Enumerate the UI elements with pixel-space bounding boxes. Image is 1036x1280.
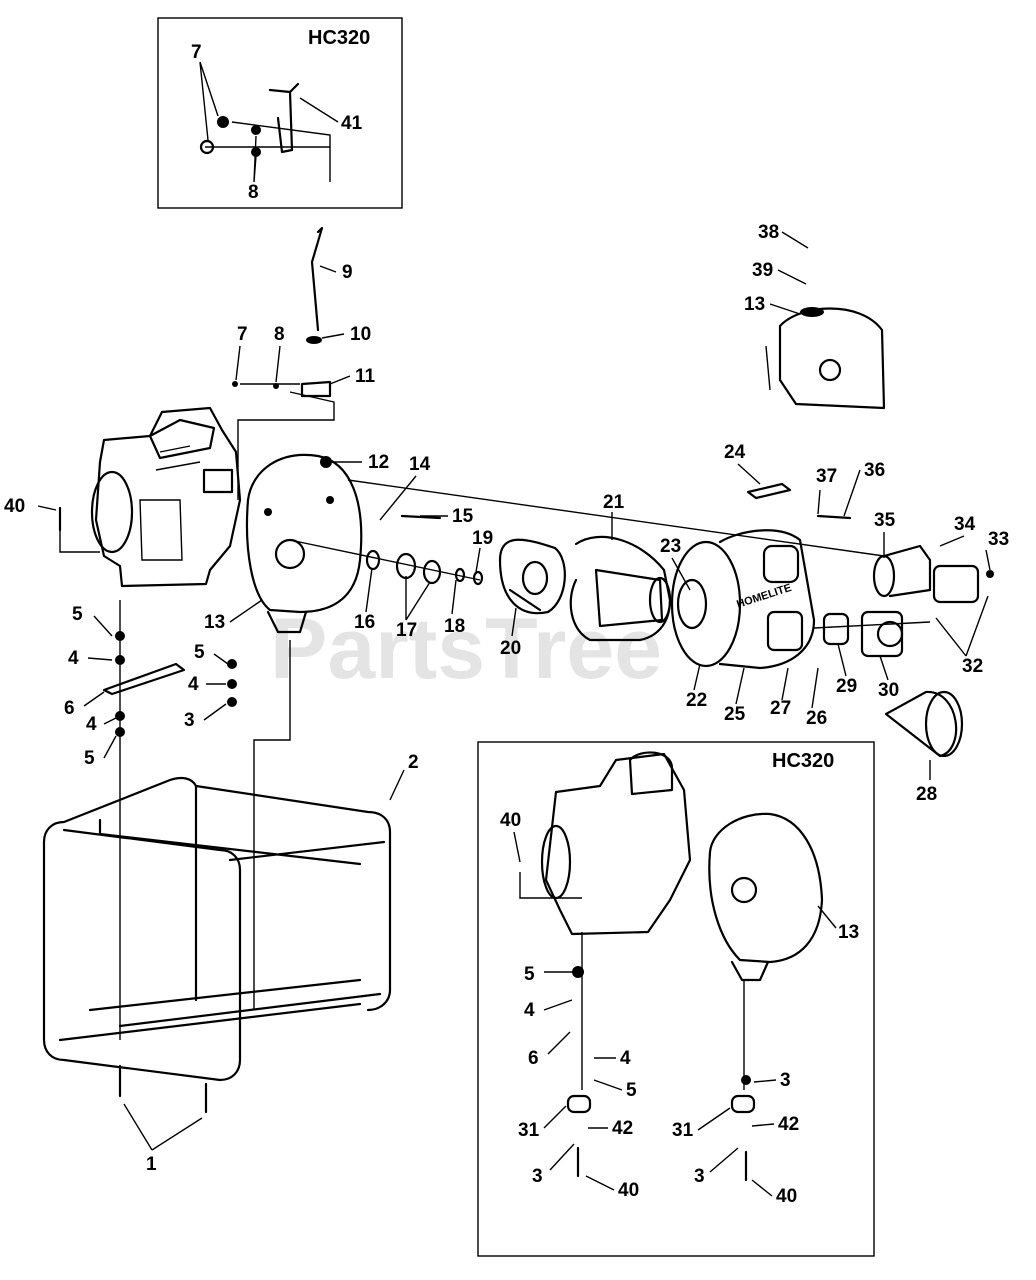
engine xyxy=(59,406,242,588)
pump-housing: HOMELITE xyxy=(670,529,816,670)
callout-11: 11 xyxy=(355,366,376,387)
callout-13: 13 xyxy=(204,612,225,633)
callout-38: 38 xyxy=(758,222,779,243)
callout-20: 20 xyxy=(500,638,521,659)
callout-6: 6 xyxy=(64,698,75,719)
callout-14: 14 xyxy=(409,454,431,475)
frame xyxy=(42,776,392,1082)
callout-40: 40 xyxy=(618,1180,639,1201)
callout-22: 22 xyxy=(686,690,707,711)
callout-32: 32 xyxy=(962,656,983,677)
callout-33: 33 xyxy=(988,529,1009,550)
callout-40: 40 xyxy=(4,496,25,517)
housing-brand-text: HOMELITE xyxy=(735,582,793,611)
callout-4: 4 xyxy=(524,1000,535,1021)
callout-36: 36 xyxy=(864,460,885,481)
hardware xyxy=(58,381,852,1114)
callout-40: 40 xyxy=(776,1186,797,1207)
callout-25: 25 xyxy=(724,704,746,725)
callout-30: 30 xyxy=(878,680,899,701)
assembly-line xyxy=(347,479,885,557)
callout-31: 31 xyxy=(672,1120,694,1141)
callout-16: 16 xyxy=(354,612,375,633)
callout-40: 40 xyxy=(500,810,521,831)
callout-23: 23 xyxy=(660,536,681,557)
callout-28: 28 xyxy=(916,784,937,805)
callout-8: 8 xyxy=(274,324,285,345)
strainer xyxy=(884,690,964,758)
callout-42: 42 xyxy=(612,1118,633,1139)
callout-4: 4 xyxy=(86,714,97,735)
callout-17: 17 xyxy=(396,620,417,641)
callout-27: 27 xyxy=(770,698,791,719)
callout-31: 31 xyxy=(518,1120,540,1141)
callout-6: 6 xyxy=(528,1048,539,1069)
callout-8: 8 xyxy=(248,182,259,203)
callout-10: 10 xyxy=(350,324,371,345)
callout-13: 13 xyxy=(838,922,859,943)
callout-34: 34 xyxy=(954,514,976,535)
callout-41: 41 xyxy=(341,113,363,134)
callout-2: 2 xyxy=(408,752,419,773)
callout-3: 3 xyxy=(694,1166,705,1187)
callout-24: 24 xyxy=(724,442,746,463)
inset-bottom-title: HC320 xyxy=(772,750,834,772)
callout-3: 3 xyxy=(184,710,195,731)
callout-1: 1 xyxy=(146,1154,157,1175)
callout-7: 7 xyxy=(237,324,248,345)
assembly-line xyxy=(813,621,931,629)
callout-7: 7 xyxy=(191,42,202,63)
inset-top-title: HC320 xyxy=(308,27,370,49)
watermark: PartsTree xyxy=(270,601,662,697)
leader-lines xyxy=(37,61,991,1197)
callout-4: 4 xyxy=(188,674,199,695)
callouts: 7 41 8 9 10 7 8 11 12 14 15 40 13 16 17 … xyxy=(4,42,1009,1207)
callout-5: 5 xyxy=(194,642,205,663)
callout-9: 9 xyxy=(342,262,353,283)
callout-5: 5 xyxy=(72,604,83,625)
callout-19: 19 xyxy=(472,528,493,549)
throttle-rod xyxy=(237,226,335,500)
callout-3: 3 xyxy=(780,1070,791,1091)
callout-3: 3 xyxy=(532,1166,543,1187)
inlet-fittings xyxy=(822,610,904,658)
callout-35: 35 xyxy=(874,510,896,531)
assembly-line xyxy=(253,640,291,1010)
callout-12: 12 xyxy=(368,452,389,473)
inset-bottom: HC320 xyxy=(477,741,875,1257)
callout-5: 5 xyxy=(626,1080,637,1101)
inset-top: HC320 xyxy=(157,17,403,209)
callout-5: 5 xyxy=(84,748,95,769)
callout-13: 13 xyxy=(744,294,765,315)
callout-5: 5 xyxy=(524,964,535,985)
callout-29: 29 xyxy=(836,676,857,697)
callout-4: 4 xyxy=(68,648,79,669)
impeller xyxy=(498,538,566,615)
callout-42: 42 xyxy=(778,1114,799,1135)
callout-18: 18 xyxy=(444,616,465,637)
outlet-fittings xyxy=(872,544,994,604)
seal-parts xyxy=(289,539,484,586)
callout-37: 37 xyxy=(816,466,837,487)
callout-15: 15 xyxy=(452,506,474,527)
callout-39: 39 xyxy=(752,260,773,281)
callout-26: 26 xyxy=(806,708,827,729)
pump-cover-right xyxy=(765,307,886,410)
volute xyxy=(569,535,672,642)
callout-21: 21 xyxy=(603,492,625,513)
label-plate xyxy=(746,482,792,500)
throttle-bracket-part xyxy=(199,82,331,182)
pump-cover-left xyxy=(245,453,363,634)
callout-4: 4 xyxy=(620,1048,631,1069)
